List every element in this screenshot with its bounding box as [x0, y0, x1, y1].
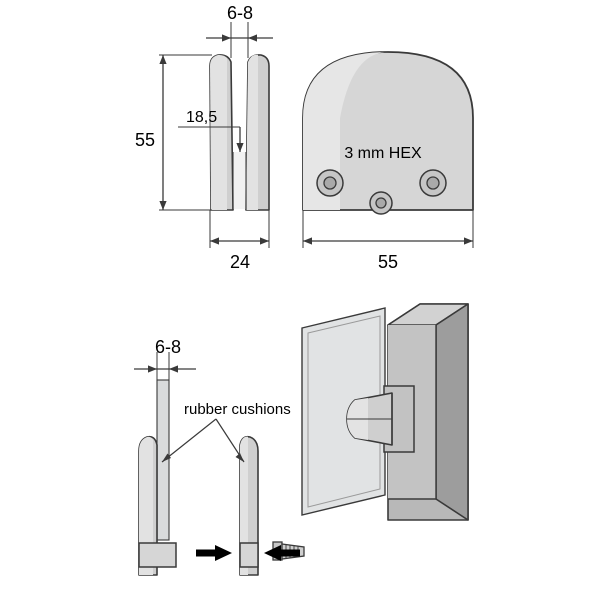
exploded-left-jaw-foot — [138, 542, 177, 568]
arrow-68b-right — [169, 365, 178, 373]
label-top-thickness: 6-8 — [227, 3, 253, 23]
arrow-55w-right — [464, 237, 473, 245]
exploded-glass-sliver — [156, 379, 170, 541]
hex-screw-right-socket — [426, 176, 440, 190]
right-jaw-highlight — [246, 54, 258, 211]
arrow-24-left — [210, 237, 219, 245]
arrow-68-left — [222, 34, 231, 42]
arrow-rubber-left — [162, 453, 171, 462]
arrow-55h-bottom — [159, 201, 167, 210]
label-rubber-cushions: rubber cushions — [184, 401, 291, 418]
clamp-front-highlight — [303, 52, 388, 210]
label-height-55: 55 — [135, 130, 155, 150]
glass-panel — [301, 307, 386, 516]
arrow-68b-left — [148, 365, 157, 373]
arrow-24-right — [260, 237, 269, 245]
exploded-view: 6-8 rubber cushions — [134, 337, 305, 576]
top-side-view: 6-8 55 18,5 24 — [135, 3, 273, 272]
exploded-right-jaw-foot — [239, 542, 259, 568]
arrow-55h-top — [159, 55, 167, 64]
label-depth-24: 24 — [230, 252, 250, 272]
label-hex-note: 3 mm HEX — [344, 145, 422, 162]
arrow-68-right — [248, 34, 257, 42]
exploded-right-jaw-highlight — [240, 436, 248, 575]
assembly-view — [301, 303, 469, 521]
arrow-185 — [236, 143, 244, 152]
assembly-arrow-right — [264, 545, 300, 561]
glass-panel-inner-edge — [307, 315, 381, 508]
leader-rubber-left — [161, 418, 217, 463]
label-bottom-thickness: 6-8 — [155, 337, 181, 357]
exploded-left-jaw-highlight — [139, 436, 153, 575]
label-width-55: 55 — [378, 252, 398, 272]
top-front-view: 3 mm HEX 55 — [302, 51, 474, 272]
post-side-face — [435, 303, 469, 521]
assembly-arrow-left — [196, 545, 232, 561]
label-inner-185: 18,5 — [186, 109, 217, 126]
hex-screw-left-socket — [323, 176, 337, 190]
left-jaw-highlight — [210, 54, 227, 210]
hex-screw-center-socket — [375, 197, 387, 209]
arrow-55w-left — [303, 237, 312, 245]
arrow-rubber-right — [235, 453, 244, 462]
gap-fill — [233, 152, 246, 209]
